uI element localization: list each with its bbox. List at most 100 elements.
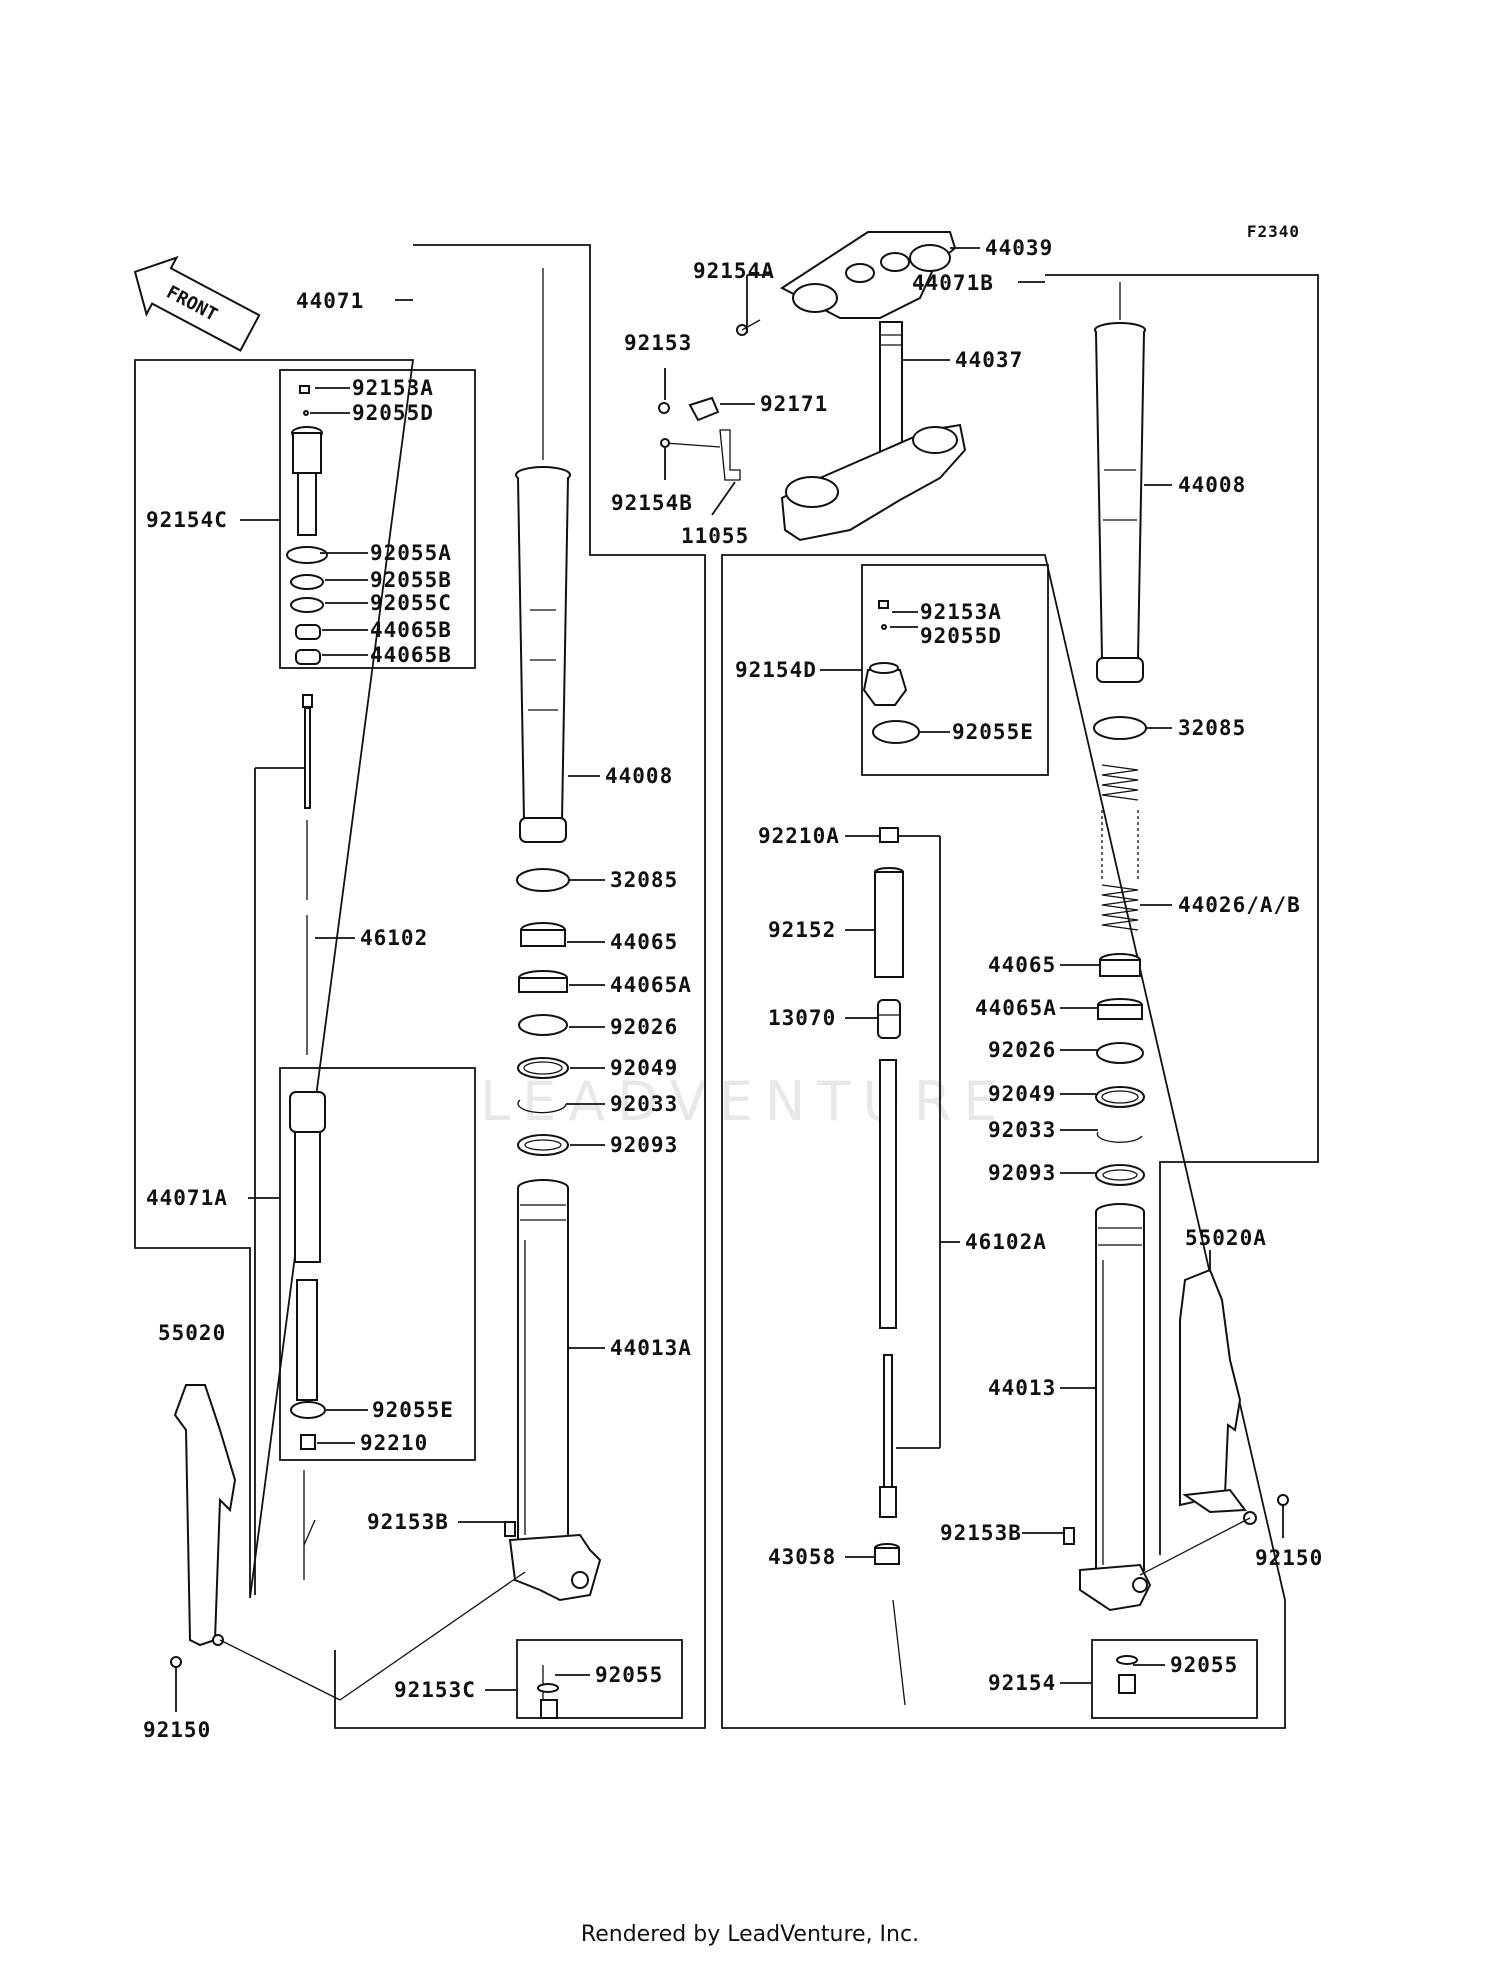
label-92153B-left: 92153B bbox=[367, 1510, 449, 1534]
bolt-92153B-left-icon bbox=[504, 1521, 516, 1537]
label-44065B-1: 44065B bbox=[370, 618, 452, 642]
right-fork-guard bbox=[1139, 1268, 1289, 1576]
left-washer-92026 bbox=[518, 1014, 568, 1036]
label-92049-right: 92049 bbox=[988, 1082, 1056, 1106]
label-32085-right: 32085 bbox=[1178, 716, 1246, 740]
lower-triple-clamp bbox=[780, 423, 967, 542]
label-92055D-right: 92055D bbox=[920, 624, 1002, 648]
label-44071A: 44071A bbox=[146, 1186, 228, 1210]
left-fork-cap bbox=[286, 385, 328, 665]
label-92055B: 92055B bbox=[370, 568, 452, 592]
right-spring-44026 bbox=[1101, 764, 1139, 931]
label-44065A-right: 44065A bbox=[975, 996, 1057, 1020]
label-55020: 55020 bbox=[158, 1321, 226, 1345]
label-46102A: 46102A bbox=[965, 1230, 1047, 1254]
label-92153A-right: 92153A bbox=[920, 600, 1002, 624]
center-valve-13070 bbox=[877, 999, 901, 1039]
left-oil-seal-92049 bbox=[517, 1057, 569, 1079]
label-92055C: 92055C bbox=[370, 591, 452, 615]
label-92210: 92210 bbox=[360, 1431, 428, 1455]
right-drain-bolt bbox=[1116, 1655, 1138, 1694]
left-fork-outline bbox=[134, 244, 706, 1729]
label-43058: 43058 bbox=[768, 1545, 836, 1569]
label-92152: 92152 bbox=[768, 918, 836, 942]
left-oring-32085 bbox=[516, 868, 570, 892]
label-44013: 44013 bbox=[988, 1376, 1056, 1400]
right-oring-32085 bbox=[1093, 716, 1147, 740]
label-92154D: 92154D bbox=[735, 658, 817, 682]
label-92033-right: 92033 bbox=[988, 1118, 1056, 1142]
cartridge-rod-tip bbox=[303, 1519, 316, 1546]
left-bushing-44065 bbox=[520, 922, 566, 947]
label-92153A-left: 92153A bbox=[352, 376, 434, 400]
label-92153B-right: 92153B bbox=[940, 1521, 1022, 1545]
label-44026AB: 44026/A/B bbox=[1178, 893, 1301, 917]
center-rod-46102A bbox=[879, 1059, 897, 1518]
label-92154B: 92154B bbox=[611, 491, 693, 515]
label-92055-left: 92055 bbox=[595, 1663, 663, 1687]
bolt-92153B-right-icon bbox=[1063, 1527, 1075, 1545]
right-outer-tube bbox=[1094, 322, 1146, 683]
label-44013A: 44013A bbox=[610, 1336, 692, 1360]
label-92055D-left: 92055D bbox=[352, 401, 434, 425]
label-55020A: 55020A bbox=[1185, 1226, 1267, 1250]
right-dust-seal-92093 bbox=[1095, 1164, 1145, 1186]
left-bushing-44065A bbox=[518, 970, 568, 993]
label-44071: 44071 bbox=[296, 289, 364, 313]
label-44008-right: 44008 bbox=[1178, 473, 1246, 497]
label-92049-left: 92049 bbox=[610, 1056, 678, 1080]
right-circlip-92033 bbox=[1096, 1131, 1143, 1143]
left-cap-box bbox=[279, 369, 476, 669]
label-92171: 92171 bbox=[760, 392, 828, 416]
right-bushing-44065 bbox=[1099, 953, 1141, 977]
center-nut-92210A bbox=[879, 827, 899, 843]
right-drain-box bbox=[1091, 1639, 1258, 1719]
left-inner-tube bbox=[508, 1179, 602, 1602]
label-44065B-2: 44065B bbox=[370, 643, 452, 667]
label-92026-left: 92026 bbox=[610, 1015, 678, 1039]
label-92154C: 92154C bbox=[146, 508, 228, 532]
right-oil-seal-92049 bbox=[1095, 1086, 1145, 1108]
label-11055: 11055 bbox=[681, 524, 749, 548]
label-44039: 44039 bbox=[985, 236, 1053, 260]
upper-triple-clamp bbox=[780, 231, 957, 319]
label-92055E-left: 92055E bbox=[372, 1398, 454, 1422]
label-92153: 92153 bbox=[624, 331, 692, 355]
right-inner-tube bbox=[1079, 1203, 1152, 1612]
label-92210A: 92210A bbox=[758, 824, 840, 848]
right-washer-92026 bbox=[1096, 1042, 1144, 1064]
watermark: LEADVENTURE bbox=[480, 1070, 1010, 1133]
right-bushing-44065A bbox=[1097, 998, 1143, 1020]
left-drain-box bbox=[516, 1639, 683, 1719]
label-92026-right: 92026 bbox=[988, 1038, 1056, 1062]
right-fork-outline bbox=[721, 274, 1319, 1729]
front-arrow-icon: FRONT bbox=[133, 255, 261, 352]
label-44037: 44037 bbox=[955, 348, 1023, 372]
center-lower-centerline bbox=[892, 1599, 906, 1706]
left-dust-seal-92093 bbox=[517, 1134, 569, 1156]
label-13070: 13070 bbox=[768, 1006, 836, 1030]
label-92150-left: 92150 bbox=[143, 1718, 211, 1742]
center-spacer-92152 bbox=[874, 867, 904, 978]
label-92154: 92154 bbox=[988, 1671, 1056, 1695]
label-92055A: 92055A bbox=[370, 541, 452, 565]
cable-guide-bracket bbox=[658, 319, 761, 481]
diagram-code: F2340 bbox=[1246, 222, 1300, 241]
label-44065A-left: 44065A bbox=[610, 973, 692, 997]
label-92055E-right: 92055E bbox=[952, 720, 1034, 744]
label-44065-left: 44065 bbox=[610, 930, 678, 954]
label-32085-left: 32085 bbox=[610, 868, 678, 892]
right-fork-cap bbox=[862, 600, 920, 744]
leader-lines bbox=[175, 247, 1284, 1712]
left-fork-guard bbox=[170, 1384, 526, 1701]
left-damper-rod bbox=[302, 694, 313, 1055]
label-92033-left: 92033 bbox=[610, 1092, 678, 1116]
label-92154A: 92154A bbox=[693, 259, 775, 283]
label-44065-right: 44065 bbox=[988, 953, 1056, 977]
center-bushing-43058 bbox=[874, 1543, 900, 1565]
label-44071B: 44071B bbox=[912, 271, 994, 295]
cartridge-box bbox=[279, 1067, 476, 1461]
label-92150-right: 92150 bbox=[1255, 1546, 1323, 1570]
left-outer-tube bbox=[515, 466, 571, 843]
